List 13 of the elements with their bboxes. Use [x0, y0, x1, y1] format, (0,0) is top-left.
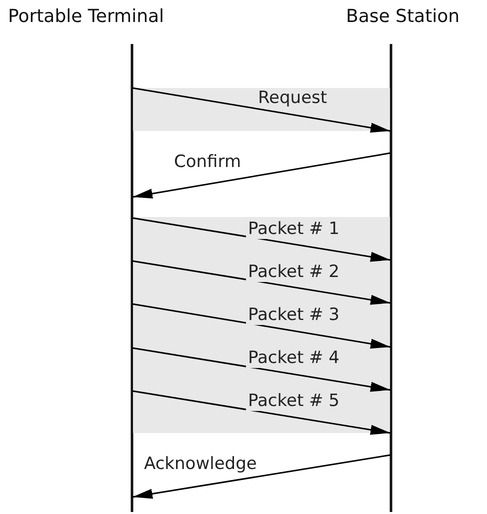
edge-label: Request [256, 88, 330, 108]
edge-label: Acknowledge [142, 454, 259, 474]
message-arrow [132, 347, 391, 392]
message-arrow [132, 454, 391, 499]
message-arrow [132, 303, 391, 349]
lifeline-heading: Base Station [346, 6, 460, 27]
edge-label: Packet # 4 [246, 348, 342, 368]
message-arrow [132, 152, 391, 199]
lifeline-heading: Portable Terminal [8, 6, 164, 27]
edge-label: Packet # 3 [246, 305, 342, 325]
message-arrow [132, 260, 391, 305]
message-arrow [132, 217, 391, 262]
message-arrow [132, 390, 391, 435]
